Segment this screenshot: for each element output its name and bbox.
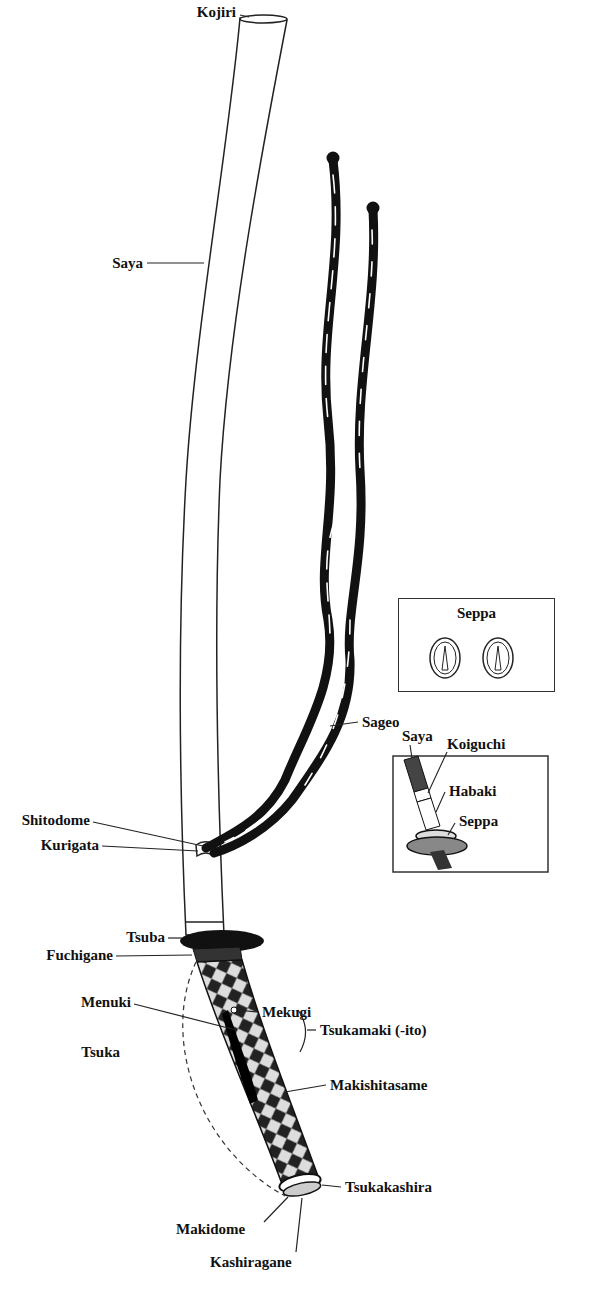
part-label: Kashiragane <box>210 1254 292 1271</box>
part-label: Sageo <box>362 714 400 731</box>
part-label: Tsuba <box>126 929 165 946</box>
part-label: Menuki <box>81 994 131 1011</box>
part-label: Tsuka <box>81 1044 120 1061</box>
part-label: Kojiri <box>197 4 236 21</box>
part-label: Mekugi <box>262 1004 311 1021</box>
part-label: Koiguchi <box>447 736 505 753</box>
part-label: Habaki <box>449 783 497 800</box>
inset-box: Seppa <box>398 598 555 692</box>
part-label: Seppa <box>459 813 498 830</box>
box-heading: Seppa <box>399 605 554 622</box>
part-label: Kurigata <box>41 837 99 854</box>
part-label: Makishitasame <box>330 1077 428 1094</box>
part-label: Shitodome <box>22 812 90 829</box>
part-label: Makidome <box>176 1221 245 1238</box>
part-label: Saya <box>402 728 433 745</box>
part-label: Tsukakashira <box>345 1179 432 1196</box>
part-label: Fuchigane <box>46 947 113 964</box>
part-label: Saya <box>112 255 143 272</box>
part-label: Tsukamaki (-ito) <box>320 1022 427 1039</box>
